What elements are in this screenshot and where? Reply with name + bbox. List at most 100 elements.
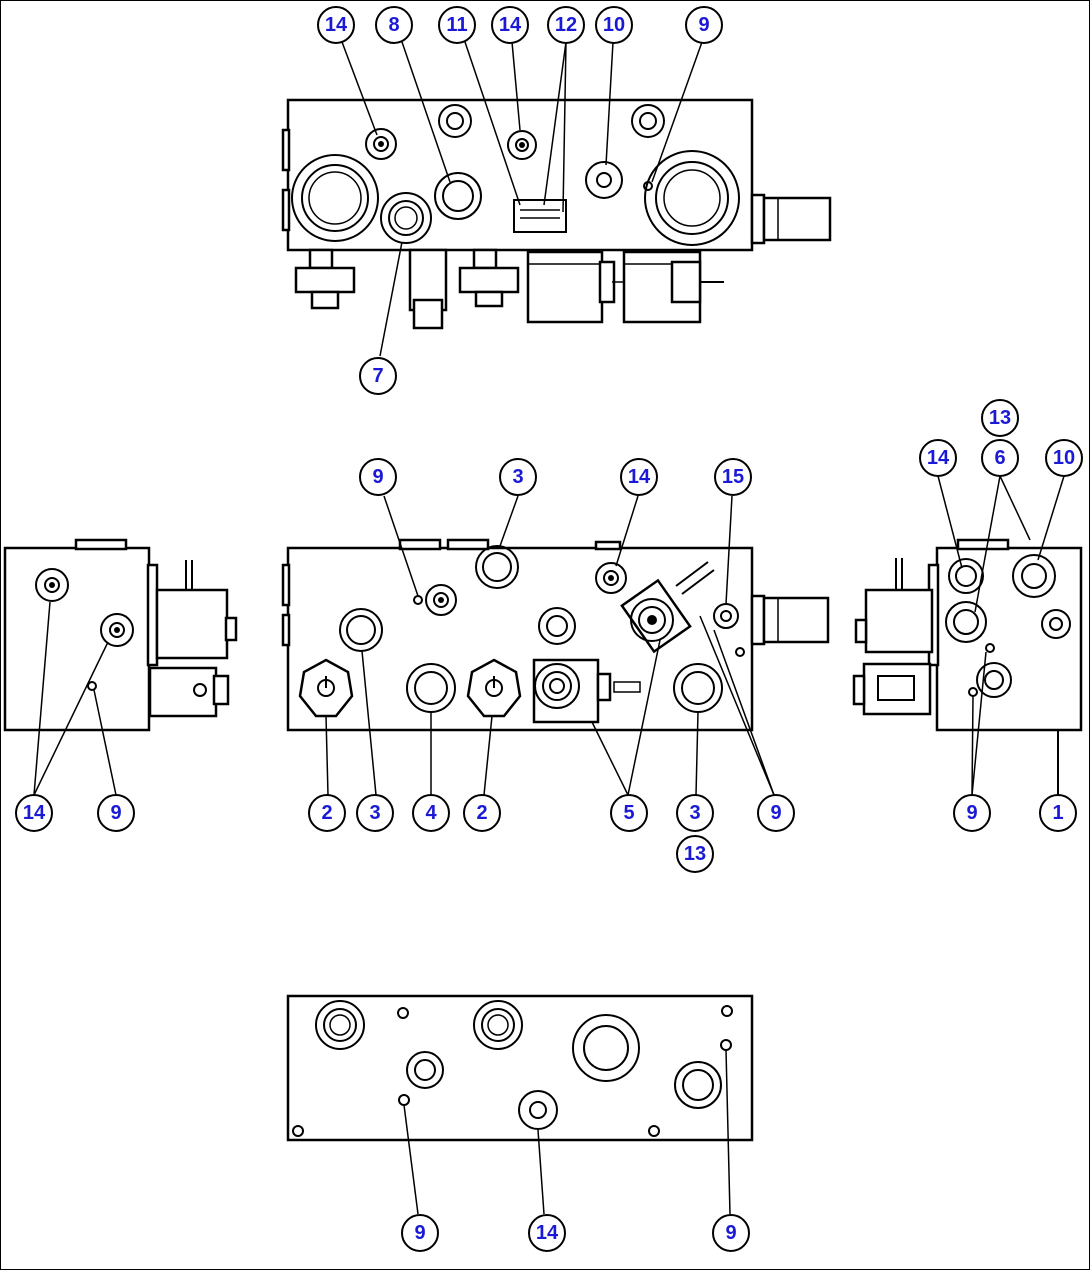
svg-text:14: 14 xyxy=(499,14,522,36)
svg-text:9: 9 xyxy=(966,802,977,824)
svg-text:13: 13 xyxy=(989,407,1011,429)
top-port-7 xyxy=(380,192,432,244)
front-valve-block xyxy=(286,546,754,732)
top-plug-upper xyxy=(438,104,472,138)
callout-12: 12 xyxy=(547,6,585,44)
bottom-plug-14 xyxy=(518,1090,558,1130)
svg-text:9: 9 xyxy=(372,466,383,488)
bottom-view xyxy=(286,994,754,1142)
front-plug-9 xyxy=(425,584,457,616)
top-nameplate-11 xyxy=(513,199,567,233)
bottom-port-3 xyxy=(406,1051,444,1089)
left-test-point-9 xyxy=(87,681,97,691)
svg-text:9: 9 xyxy=(725,1222,736,1244)
front-view xyxy=(281,538,830,732)
left-end-view xyxy=(3,538,238,732)
svg-text:14: 14 xyxy=(927,447,950,469)
svg-text:14: 14 xyxy=(536,1222,559,1244)
callout-4: 4 xyxy=(412,794,450,832)
right-plug xyxy=(1041,609,1071,639)
right-port-6 xyxy=(945,601,987,643)
leader-lines xyxy=(33,41,1065,1215)
callout-13: 13 xyxy=(676,835,714,873)
callout-11: 11 xyxy=(438,6,476,44)
right-valve-block xyxy=(935,546,1083,732)
left-valve-block xyxy=(3,546,151,732)
callout-3: 3 xyxy=(356,794,394,832)
top-plug-14b xyxy=(507,130,537,160)
top-solenoid-left xyxy=(526,250,616,324)
front-solenoid-5 xyxy=(532,658,641,724)
svg-text:13: 13 xyxy=(684,843,706,865)
front-port-mid xyxy=(538,607,576,645)
left-solenoid xyxy=(148,560,238,718)
callout-14: 14 xyxy=(491,6,529,44)
right-port-10 xyxy=(1012,554,1056,598)
svg-text:14: 14 xyxy=(628,466,651,488)
svg-text:2: 2 xyxy=(476,802,487,824)
top-port-10 xyxy=(585,161,623,199)
bottom-port-4 xyxy=(674,1061,722,1109)
top-right-fitting xyxy=(762,196,832,242)
front-port-left-3 xyxy=(339,608,383,652)
left-plug-14a xyxy=(35,568,69,602)
callout-bubbles: 14 8 11 14 12 10 9 7 9 3 14 15 2 3 4 2 5… xyxy=(15,6,1083,1252)
top-large-port-right xyxy=(644,150,740,246)
front-right-fitting-flange xyxy=(750,594,766,646)
svg-text:3: 3 xyxy=(369,802,380,824)
callout-8: 8 xyxy=(375,6,413,44)
svg-text:2: 2 xyxy=(321,802,332,824)
callout-14: 14 xyxy=(528,1214,566,1252)
callout-6: 6 xyxy=(981,439,1019,477)
callout-7: 7 xyxy=(359,357,397,395)
top-edge-tab-2 xyxy=(281,188,291,232)
svg-text:1: 1 xyxy=(1052,802,1063,824)
callout-9: 9 xyxy=(359,458,397,496)
svg-text:4: 4 xyxy=(425,802,437,824)
top-cartridge xyxy=(408,248,448,330)
svg-text:9: 9 xyxy=(110,802,121,824)
front-knob-2b xyxy=(466,658,522,718)
callout-10: 10 xyxy=(1045,439,1083,477)
top-edge-tab-1 xyxy=(281,128,291,172)
right-port-lower xyxy=(976,662,1012,698)
svg-text:8: 8 xyxy=(388,14,399,36)
svg-text:5: 5 xyxy=(623,802,634,824)
svg-text:9: 9 xyxy=(414,1222,425,1244)
svg-text:11: 11 xyxy=(446,14,467,36)
top-knob-left xyxy=(294,248,356,310)
callout-3: 3 xyxy=(499,458,537,496)
callout-14: 14 xyxy=(620,458,658,496)
callout-9: 9 xyxy=(757,794,795,832)
right-port-14 xyxy=(948,558,984,594)
top-plug-right xyxy=(631,104,665,138)
svg-text:14: 14 xyxy=(325,14,348,36)
svg-text:9: 9 xyxy=(698,14,709,36)
top-solenoid-right xyxy=(612,250,724,324)
callout-9: 9 xyxy=(712,1214,750,1252)
top-right-fitting-flange xyxy=(750,193,766,245)
left-plug-14b xyxy=(100,613,134,647)
svg-text:6: 6 xyxy=(994,447,1005,469)
bottom-port-large xyxy=(572,1014,640,1082)
svg-text:9: 9 xyxy=(770,802,781,824)
callout-9: 9 xyxy=(97,794,135,832)
callout-1: 1 xyxy=(1039,794,1077,832)
svg-text:10: 10 xyxy=(1053,447,1075,469)
top-port-8 xyxy=(434,172,482,220)
callout-3: 3 xyxy=(676,794,714,832)
front-edge-tab xyxy=(281,563,291,607)
svg-text:15: 15 xyxy=(722,466,744,488)
bottom-port-2 xyxy=(473,1000,523,1050)
callout-10: 10 xyxy=(595,6,633,44)
callout-13: 13 xyxy=(981,399,1019,437)
callout-14: 14 xyxy=(15,794,53,832)
callout-9: 9 xyxy=(953,794,991,832)
svg-text:7: 7 xyxy=(372,365,383,387)
top-plug-14a xyxy=(365,128,397,160)
top-test-point-9 xyxy=(643,181,653,191)
callout-14: 14 xyxy=(317,6,355,44)
right-solenoid xyxy=(852,558,934,716)
